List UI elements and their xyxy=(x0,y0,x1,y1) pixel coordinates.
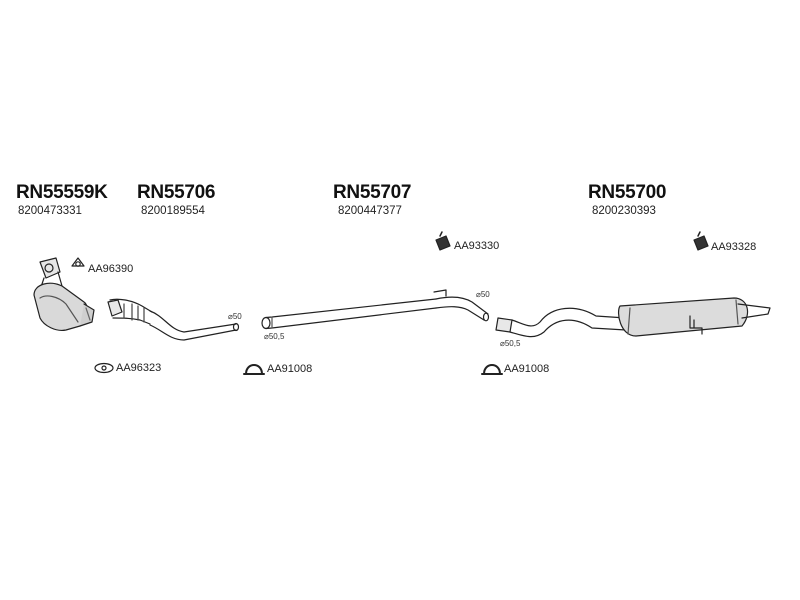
front-pipe xyxy=(107,298,240,341)
clamp-label: AA91008 xyxy=(267,363,313,375)
clamp-icon xyxy=(243,364,265,375)
gasket-icon xyxy=(71,257,85,267)
gasket-icon xyxy=(94,362,114,374)
oem-number-front-pipe: 8200189554 xyxy=(141,205,205,217)
hanger-label: AA93330 xyxy=(454,240,500,252)
clamp-icon xyxy=(481,364,503,375)
part-number-intermediate-pipe: RN55707 xyxy=(333,182,412,203)
oem-number-catalyst: 8200473331 xyxy=(18,205,82,217)
clamp-label: AA91008 xyxy=(504,363,550,375)
hanger-icon xyxy=(435,231,451,251)
rear-silencer xyxy=(495,297,771,338)
part-number-front-pipe: RN55706 xyxy=(137,182,216,203)
diameter-label: ⌀50,5 xyxy=(500,339,521,348)
part-number-rear-silencer: RN55700 xyxy=(588,182,667,203)
hanger-label: AA93328 xyxy=(711,241,757,253)
intermediate-pipe xyxy=(261,289,490,330)
diameter-label: ⌀50,5 xyxy=(264,332,285,341)
oem-number-rear-silencer: 8200230393 xyxy=(592,205,656,217)
gasket-label: AA96390 xyxy=(88,263,134,275)
oem-number-intermediate-pipe: 8200447377 xyxy=(338,205,402,217)
part-number-catalyst: RN55559K xyxy=(16,182,108,203)
diameter-label: ⌀50 xyxy=(476,290,490,299)
diameter-label: ⌀50 xyxy=(228,312,242,321)
hanger-icon xyxy=(693,231,709,251)
catalytic-converter xyxy=(33,257,95,331)
gasket-label: AA96323 xyxy=(116,362,162,374)
